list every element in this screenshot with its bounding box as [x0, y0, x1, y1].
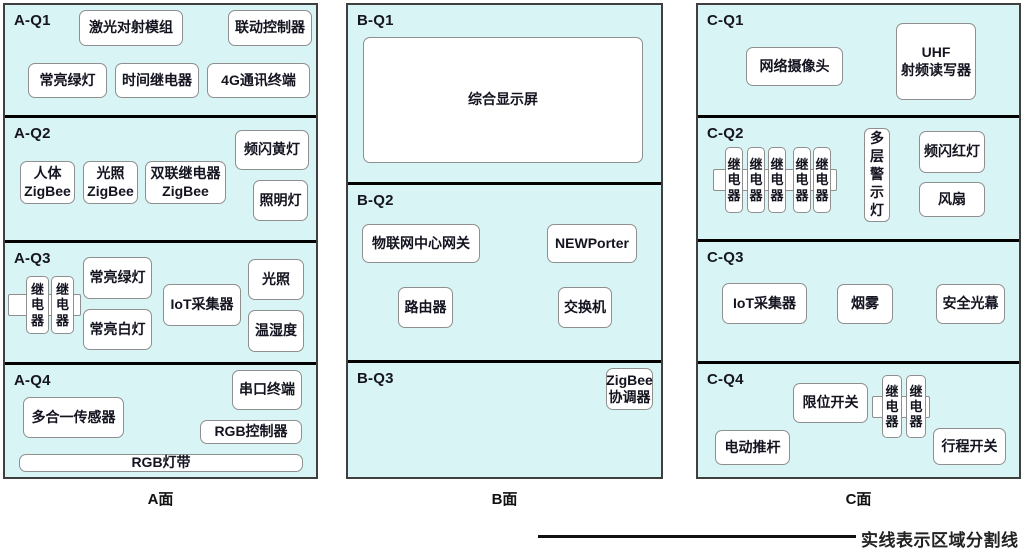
- device-box: 多 层 警 示 灯: [864, 128, 890, 222]
- device-box: 交换机: [558, 287, 612, 328]
- quadrant-label: A-Q2: [14, 125, 51, 142]
- device-box: 物联网中心网关: [362, 224, 480, 263]
- quadrant-B-Q3: B-Q3: [348, 360, 661, 477]
- quadrant-A-Q3: A-Q3: [5, 240, 316, 362]
- relay-box: 继 电 器: [793, 147, 811, 213]
- device-box: RGB灯带: [19, 454, 303, 472]
- quadrant-A-Q4: A-Q4: [5, 362, 316, 477]
- device-box: 频闪红灯: [919, 131, 985, 173]
- relay-box: 继 电 器: [882, 375, 902, 438]
- quadrant-label: C-Q2: [707, 125, 744, 142]
- device-box: RGB控制器: [200, 420, 302, 444]
- device-box: 光照: [248, 259, 304, 300]
- quadrant-C-Q3: C-Q3: [698, 239, 1019, 361]
- relay-box: 继 电 器: [51, 276, 74, 334]
- device-box: 风扇: [919, 182, 985, 217]
- device-box: 常亮绿灯: [28, 63, 107, 98]
- quadrant-label: C-Q4: [707, 371, 744, 388]
- device-box: 照明灯: [253, 180, 308, 221]
- panel-caption: A面: [147, 491, 174, 508]
- device-box: 4G通讯终端: [207, 63, 310, 98]
- relay-box: 继 电 器: [747, 147, 765, 213]
- panel-B面: B-Q1 综合显示屏 B-Q2 物联网中心网关 NEWPorter 路由器 交换机 B-Q3 Z…: [346, 3, 663, 479]
- device-box: 多合一传感器: [23, 397, 124, 438]
- relay-box: 继 电 器: [26, 276, 49, 334]
- device-box: 时间继电器: [115, 63, 199, 98]
- quadrant-C-Q4: C-Q4: [698, 361, 1019, 477]
- device-box: 联动控制器: [228, 10, 312, 46]
- device-box: 网络摄像头: [746, 47, 843, 86]
- quadrant-B-Q1: B-Q1: [348, 5, 661, 182]
- quadrant-label: C-Q1: [707, 12, 744, 29]
- device-box: UHF 射频读写器: [896, 23, 976, 100]
- quadrant-C-Q1: C-Q1: [698, 5, 1019, 115]
- device-box: 光照 ZigBee: [83, 161, 138, 204]
- device-box: 烟雾: [837, 284, 893, 324]
- quadrant-label: A-Q4: [14, 372, 51, 389]
- device-box: IoT采集器: [722, 283, 807, 324]
- panel-caption: B面: [491, 491, 518, 508]
- device-box: 常亮白灯: [83, 309, 152, 350]
- device-box: 限位开关: [793, 383, 868, 423]
- quadrant-label: A-Q3: [14, 250, 51, 267]
- device-box: 路由器: [398, 287, 453, 328]
- device-box: 人体 ZigBee: [20, 161, 75, 204]
- relay-box: 继 电 器: [813, 147, 831, 213]
- relay-box: 继 电 器: [906, 375, 926, 438]
- quadrant-label: B-Q1: [357, 12, 394, 29]
- device-box: ZigBee 协调器: [606, 368, 653, 410]
- quadrant-C-Q2: C-Q2: [698, 115, 1019, 239]
- quadrant-label: B-Q2: [357, 192, 394, 209]
- device-box: NEWPorter: [547, 224, 637, 263]
- device-box: 双联继电器 ZigBee: [145, 161, 226, 204]
- relay-group: 继 电 器继 电 器: [872, 375, 930, 438]
- legend-divider-line: [538, 535, 856, 538]
- quadrant-A-Q1: A-Q1: [5, 5, 316, 115]
- panel-caption: C面: [845, 491, 872, 508]
- quadrant-label: B-Q3: [357, 370, 394, 387]
- device-box: 串口终端: [232, 370, 302, 410]
- quadrant-B-Q2: B-Q2: [348, 182, 661, 360]
- device-box: 电动推杆: [715, 430, 790, 465]
- quadrant-label: C-Q3: [707, 249, 744, 266]
- device-box: IoT采集器: [163, 284, 241, 326]
- quadrant-label: A-Q1: [14, 12, 51, 29]
- legend-label: 实线表示区域分割线: [861, 531, 1019, 550]
- device-box: 安全光幕: [936, 284, 1005, 324]
- device-box: 行程开关: [933, 428, 1006, 465]
- device-box: 激光对射模组: [79, 10, 183, 46]
- device-box: 温湿度: [248, 310, 304, 352]
- relay-box: 继 电 器: [725, 147, 743, 213]
- device-box: 常亮绿灯: [83, 257, 152, 299]
- device-box: 频闪黄灯: [235, 130, 309, 170]
- relay-group: 继 电 器继 电 器: [8, 276, 81, 334]
- relay-group: 继 电 器继 电 器继 电 器继 电 器继 电 器: [713, 147, 837, 213]
- quadrant-A-Q2: A-Q2: [5, 115, 316, 240]
- device-box: 综合显示屏: [363, 37, 643, 163]
- relay-box: 继 电 器: [768, 147, 786, 213]
